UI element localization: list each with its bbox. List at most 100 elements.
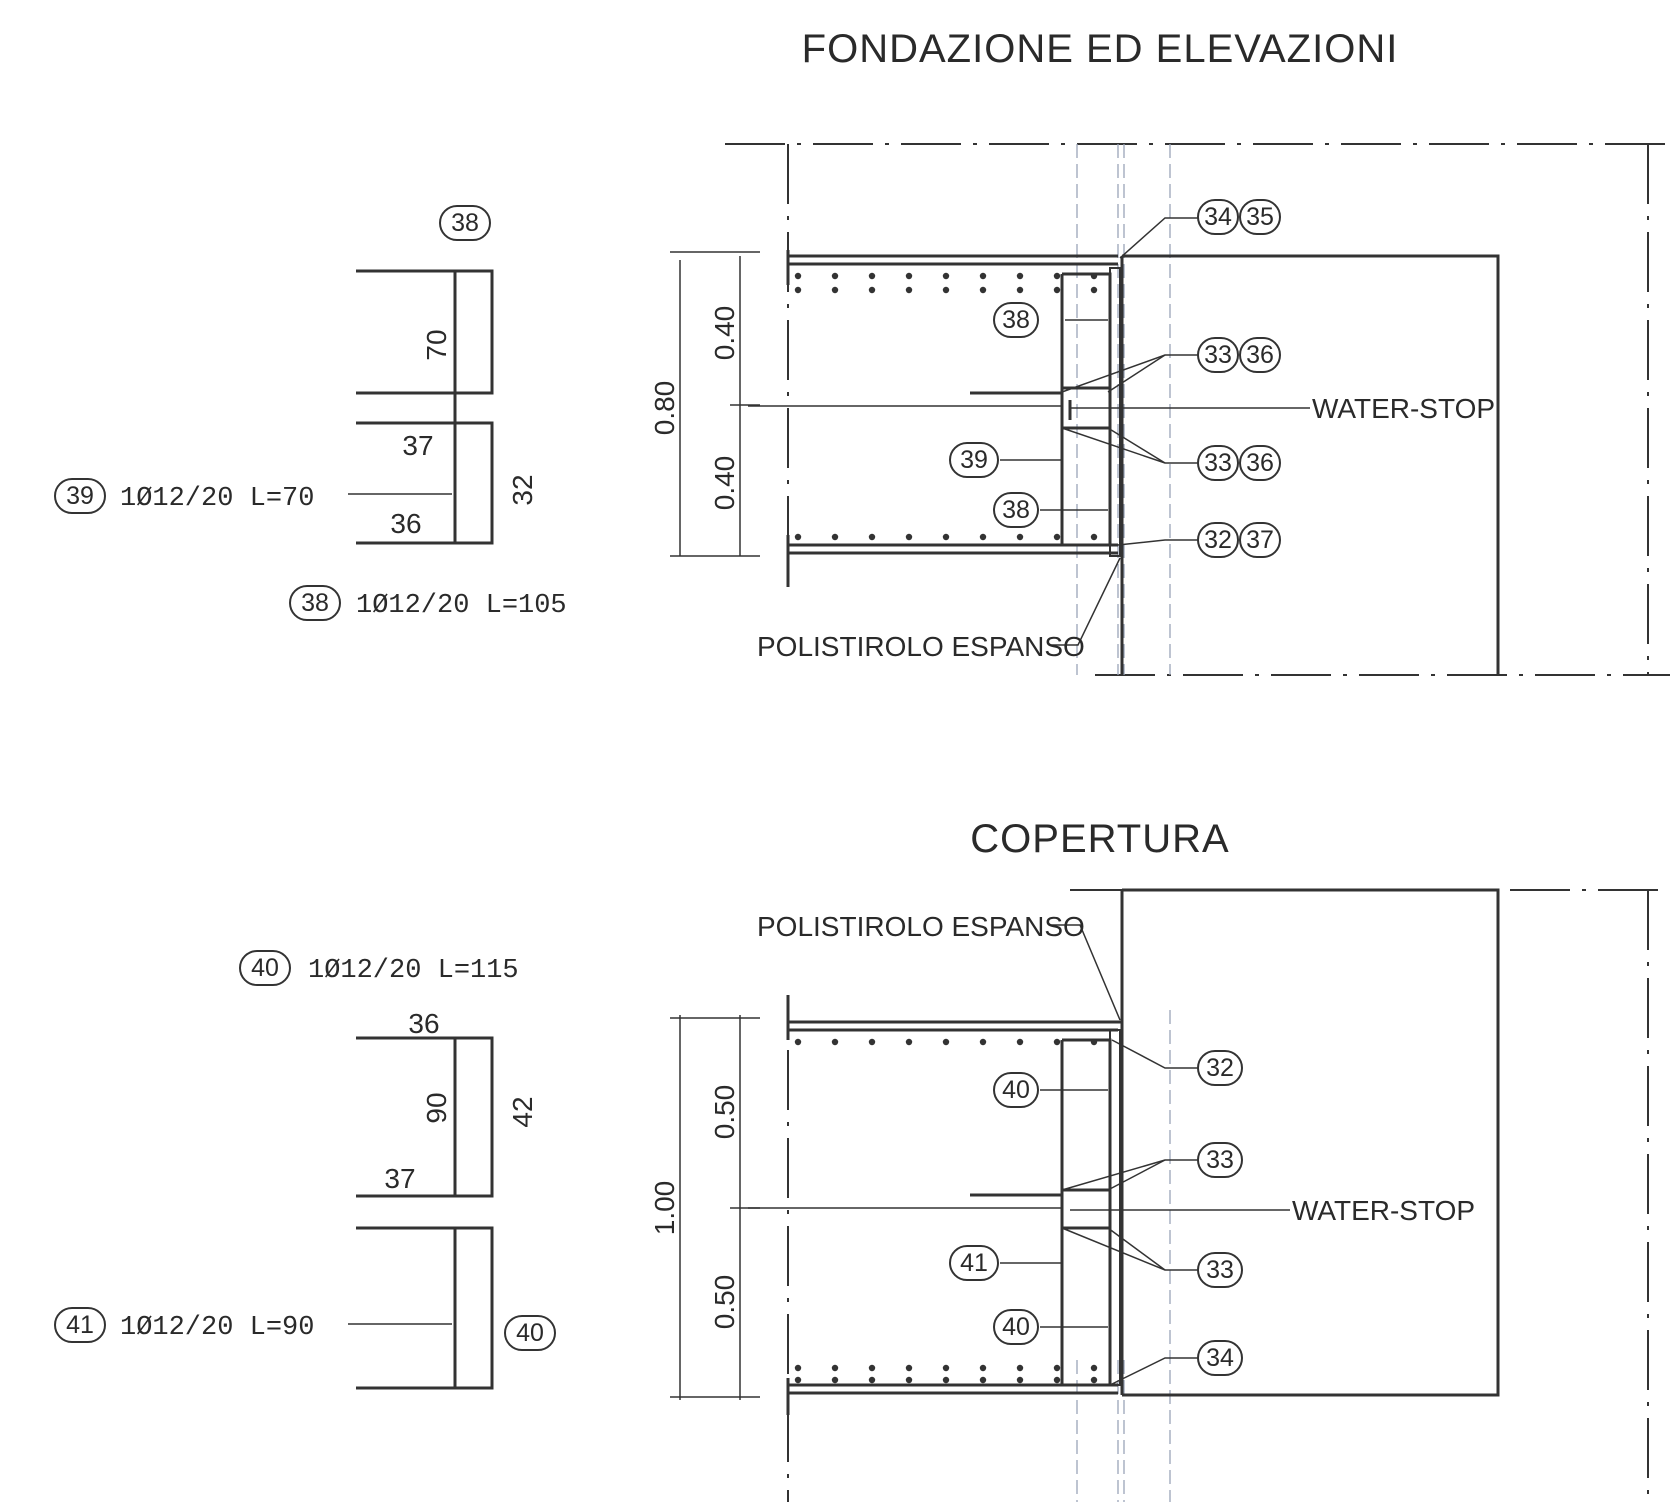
- rebar-dot: [1016, 1038, 1024, 1046]
- rebar-dot: [1016, 1376, 1024, 1384]
- rebar-dot: [979, 286, 987, 294]
- bar-40-dim-mid: 37: [384, 1163, 415, 1194]
- tag-38: 38: [993, 492, 1039, 528]
- tag-35: 35: [1239, 199, 1281, 235]
- svg-text:38: 38: [451, 209, 479, 237]
- rebar-dot: [905, 272, 913, 280]
- rebar-dot: [905, 1364, 913, 1372]
- tag-34: 34: [1197, 1340, 1243, 1376]
- water-stop-label: WATER-STOP: [1292, 1195, 1475, 1226]
- svg-text:38: 38: [1002, 496, 1030, 524]
- rebar-dot: [1053, 1376, 1061, 1384]
- rebar-dot: [905, 533, 913, 541]
- polistirolo-strip: [1109, 1029, 1121, 1386]
- tag-40-side: 40: [504, 1315, 556, 1351]
- bar-38-dim-left: 70: [421, 329, 452, 360]
- svg-text:39: 39: [66, 482, 94, 510]
- tag-37: 37: [1239, 522, 1281, 558]
- rebar-dot: [979, 272, 987, 280]
- tag-33: 33: [1197, 1252, 1243, 1288]
- svg-text:33: 33: [1204, 449, 1232, 477]
- rebar-dot: [794, 1038, 802, 1046]
- svg-text:33: 33: [1204, 341, 1232, 369]
- rebar-dots-top: [794, 272, 1098, 294]
- rebar-dot: [831, 1364, 839, 1372]
- svg-text:34: 34: [1204, 203, 1232, 231]
- rebar-dot: [942, 272, 950, 280]
- leader-33-36b-b: [1107, 427, 1166, 464]
- rebar-dot: [831, 286, 839, 294]
- svg-text:40: 40: [1002, 1313, 1030, 1341]
- rebar-dot: [1053, 272, 1061, 280]
- rebar-dot: [868, 1376, 876, 1384]
- rebar-dot: [794, 286, 802, 294]
- bar-41-shape: [356, 1226, 494, 1390]
- leader-33-36b: [1061, 427, 1198, 464]
- rebar-dot: [1090, 272, 1098, 280]
- svg-text:32: 32: [1206, 1054, 1234, 1082]
- dim-total: 1.00: [649, 1181, 680, 1236]
- tag-39-schedule: 39: [54, 478, 106, 514]
- leader-33a-b: [1107, 1159, 1166, 1191]
- tag-32: 32: [1197, 1050, 1243, 1086]
- rebar-dot: [942, 1364, 950, 1372]
- svg-text:40: 40: [251, 954, 279, 982]
- right-element-outline: [1122, 254, 1500, 675]
- leader-polistirolo-bottom: [1050, 924, 1121, 1021]
- svg-text:39: 39: [960, 446, 988, 474]
- leader-34-35: [1119, 217, 1198, 259]
- tag-41-schedule: 41: [54, 1307, 106, 1343]
- svg-text:32: 32: [1204, 526, 1232, 554]
- svg-text:36: 36: [1246, 449, 1274, 477]
- tag-33: 33: [1197, 337, 1239, 373]
- svg-text:37: 37: [1246, 526, 1274, 554]
- rebar-dot: [1016, 1364, 1024, 1372]
- dim-upper: 0.40: [709, 306, 740, 361]
- svg-text:34: 34: [1206, 1344, 1234, 1372]
- leader-polistirolo-top: [1050, 557, 1121, 646]
- right-element-outline: [1122, 888, 1500, 1397]
- leader-33a: [1061, 1159, 1198, 1191]
- tag-38-label: 38: [289, 585, 341, 621]
- rebar-dot: [905, 1376, 913, 1384]
- rebar-dot: [868, 533, 876, 541]
- rebar-dot: [794, 272, 802, 280]
- tag-38-schedule: 38: [439, 205, 491, 241]
- dim-lower: 0.40: [709, 456, 740, 511]
- bar-40-description: 1Ø12/20 L=115: [308, 956, 519, 986]
- rebar-dot: [905, 286, 913, 294]
- leader-33b: [1061, 1227, 1198, 1271]
- rebar-dot: [979, 1364, 987, 1372]
- tag-40: 40: [993, 1309, 1039, 1345]
- rebar-dot: [979, 1038, 987, 1046]
- leader-34: [1109, 1357, 1198, 1386]
- svg-text:33: 33: [1206, 1256, 1234, 1284]
- svg-text:38: 38: [1002, 306, 1030, 334]
- tag-39: 39: [949, 442, 999, 478]
- rebar-dot: [831, 1038, 839, 1046]
- dim-upper: 0.50: [709, 1085, 740, 1140]
- bottom-section-detail: WATER-STOP 1.00 0.50 0.50 POLISTIROLO ES…: [649, 888, 1670, 1502]
- bar-38-shape-upper: [356, 269, 494, 395]
- svg-text:38: 38: [301, 589, 329, 617]
- svg-text:40: 40: [1002, 1076, 1030, 1104]
- rebar-dots-bottom: [794, 533, 1098, 541]
- svg-text:35: 35: [1246, 203, 1274, 231]
- polistirolo-label-top: POLISTIROLO ESPANSO: [757, 631, 1085, 662]
- bar-40-dim-left: 90: [421, 1092, 452, 1123]
- rebar-dot: [831, 272, 839, 280]
- title-fondazione: FONDAZIONE ED ELEVAZIONI: [802, 27, 1399, 71]
- tag-40: 40: [993, 1072, 1039, 1108]
- rebar-dot: [794, 533, 802, 541]
- bar-38-dim-bottom: 36: [390, 508, 421, 539]
- bar-40-dim-right: 42: [507, 1096, 538, 1127]
- tag-38: 38: [993, 302, 1039, 338]
- tag-40-schedule: 40: [239, 950, 291, 986]
- bar-38-dim-right: 32: [507, 474, 538, 505]
- rebar-dot: [831, 1376, 839, 1384]
- rebar-dot: [1016, 533, 1024, 541]
- rebar-dot: [868, 1038, 876, 1046]
- tag-34: 34: [1197, 199, 1239, 235]
- svg-text:40: 40: [516, 1319, 544, 1347]
